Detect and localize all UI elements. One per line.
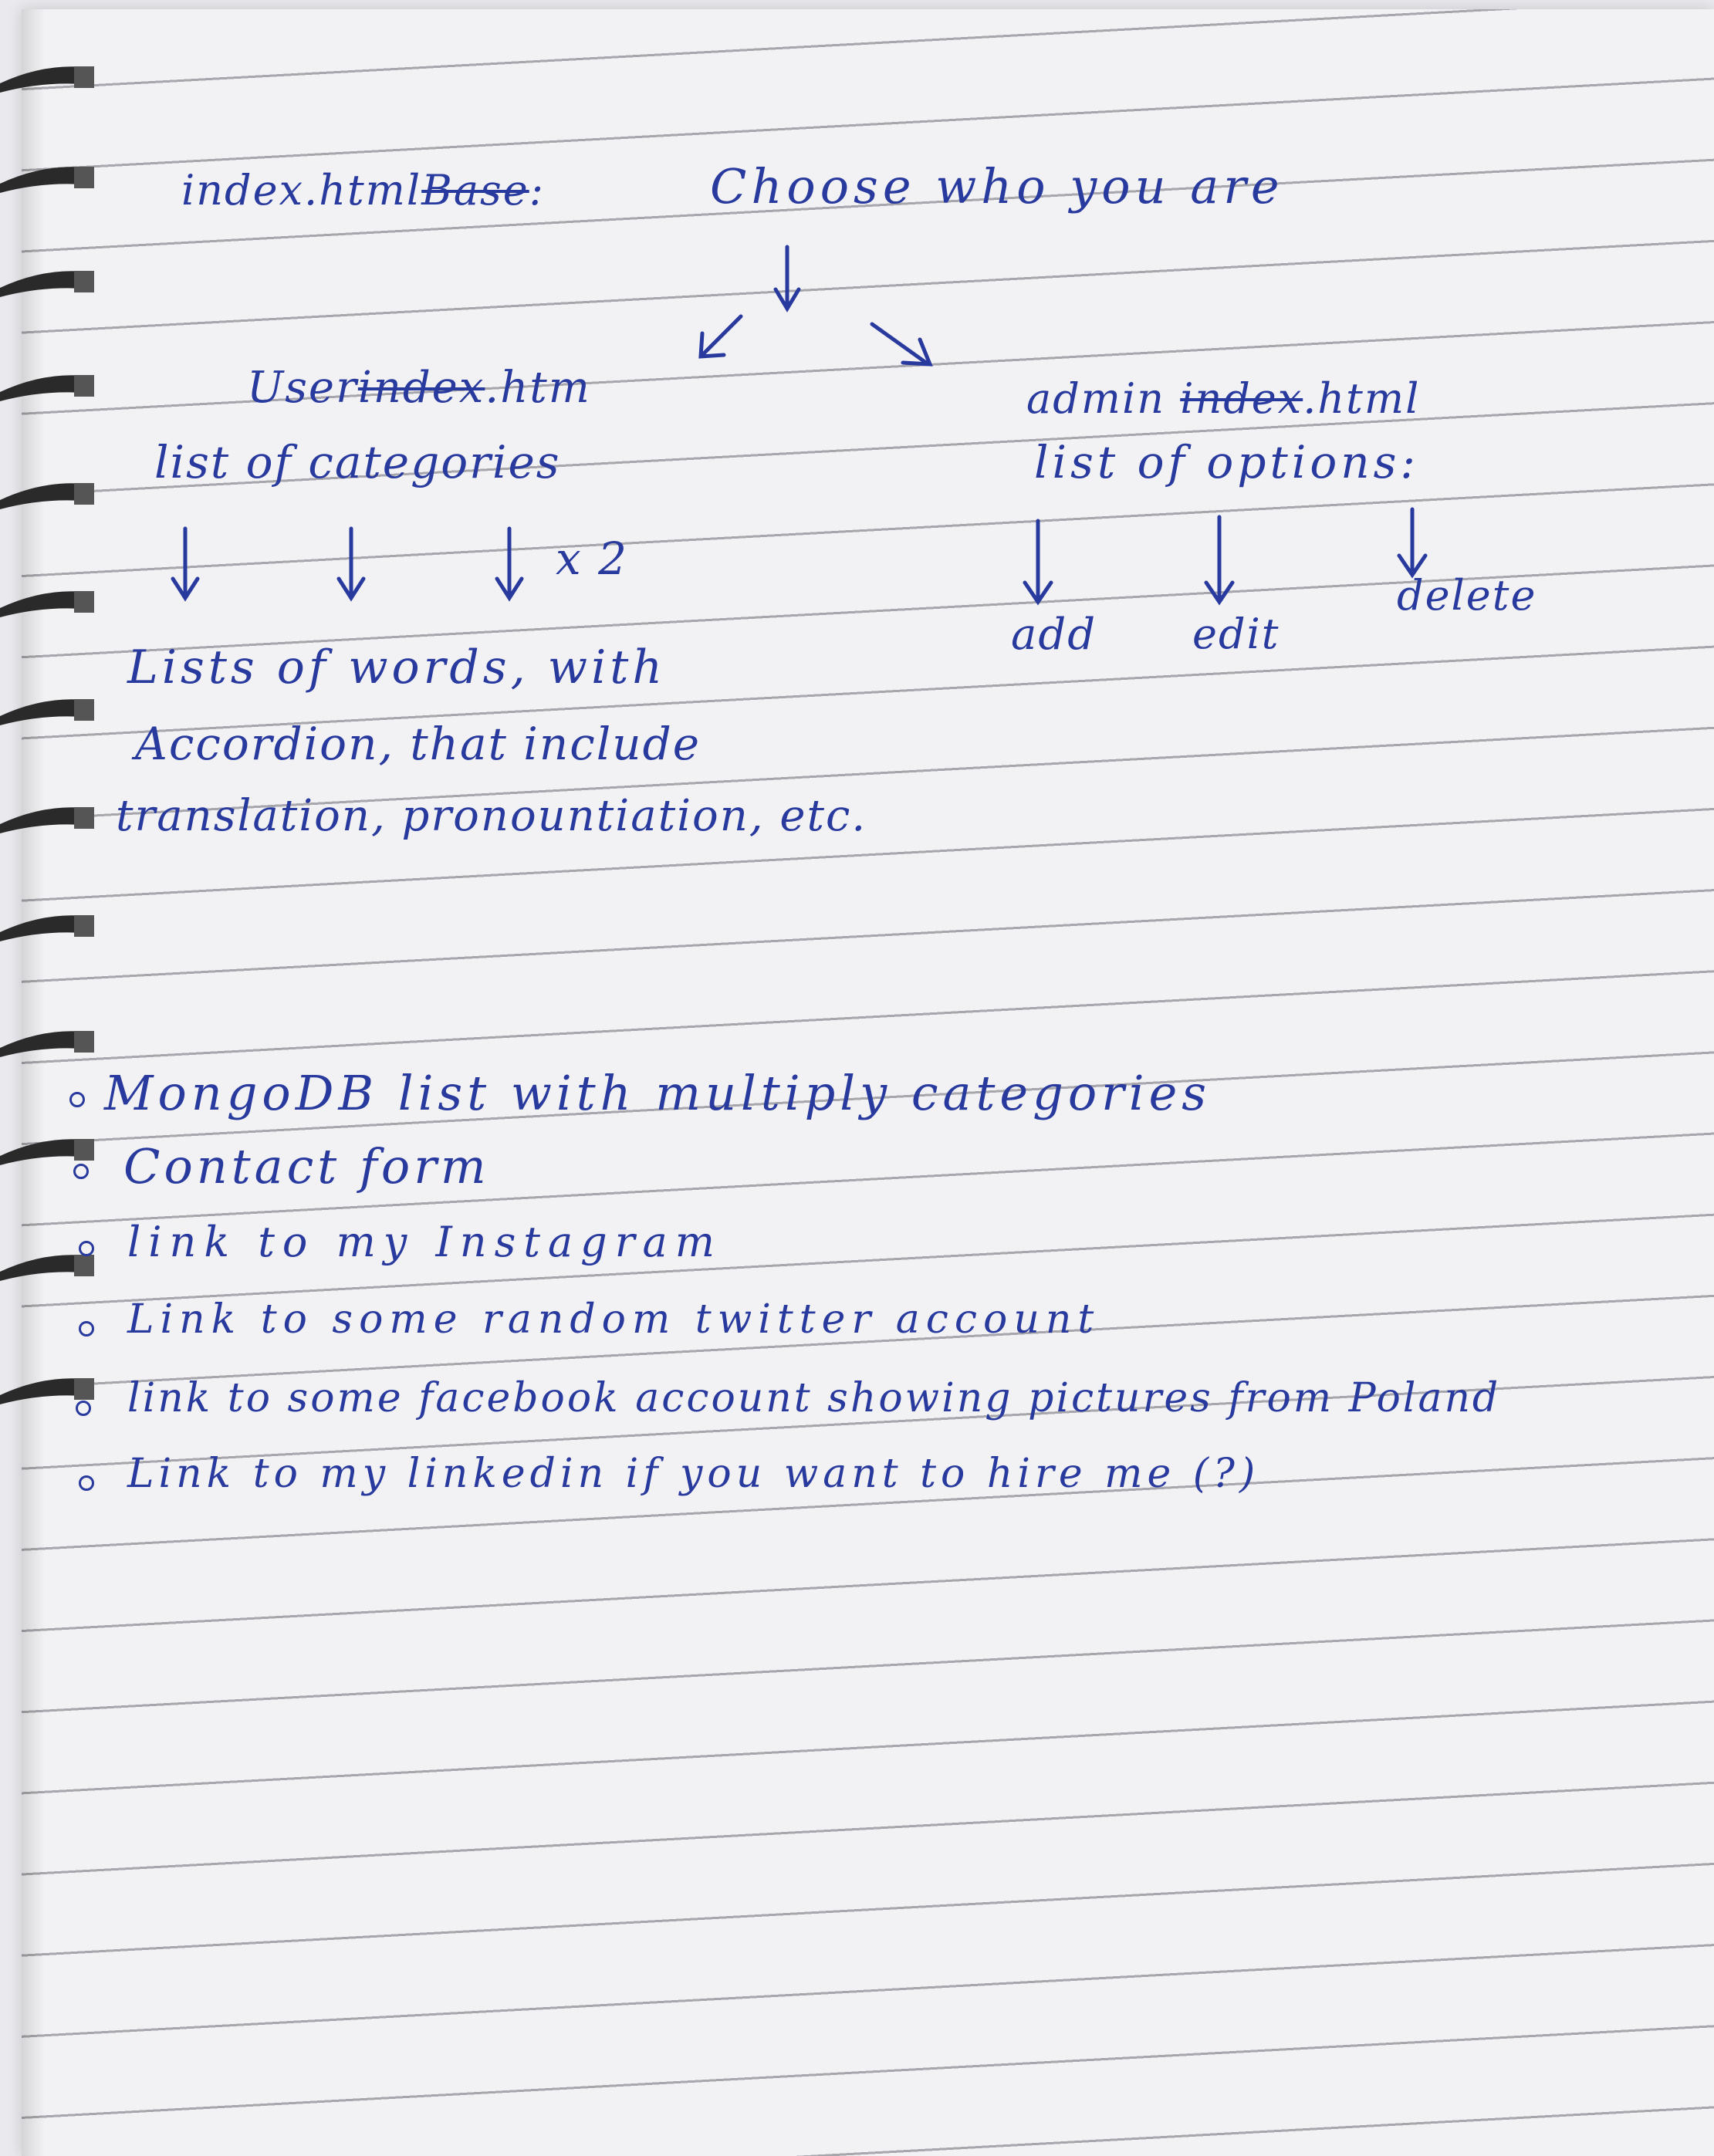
user-prefix: User: [247, 363, 358, 413]
bullet-item: MongoDB list with multiply categories: [104, 1065, 1212, 1121]
list-of-options: list of options:: [1034, 436, 1419, 488]
down-arrow-icon: [171, 526, 200, 602]
bullet-item: Link to my linkedin if you want to hire …: [127, 1451, 1260, 1497]
index-html-label: index.htmlBase:: [181, 166, 545, 215]
down-arrow-icon: [1397, 507, 1428, 579]
spiral-ring: [0, 1139, 94, 1165]
words-line-3: translation, pronountiation, etc.: [116, 791, 867, 841]
down-arrow-icon: [1204, 515, 1235, 606]
notebook-page: [22, 9, 1714, 2156]
choose-heading: Choose who you are: [710, 158, 1284, 215]
option-arrows: [1023, 507, 1428, 606]
category-arrows: [171, 526, 524, 602]
down-arrow-icon: [495, 526, 524, 602]
index-html-text: index.html: [181, 166, 422, 215]
bullet-item: link to some facebook account showing pi…: [127, 1375, 1501, 1421]
option-edit: edit: [1192, 610, 1280, 658]
spiral-ring: [0, 1031, 94, 1057]
words-line-1: Lists of words, with: [127, 640, 667, 694]
branch-arrows: [698, 245, 933, 367]
spiral-ring: [0, 915, 94, 941]
spiral-ring: [0, 699, 94, 725]
admin-page-label: admin index.html: [1026, 374, 1420, 423]
list-of-categories: list of categories: [154, 436, 561, 488]
option-delete: delete: [1397, 571, 1537, 620]
spiral-ring: [0, 271, 94, 297]
admin-prefix: admin: [1026, 374, 1166, 423]
bullet-dot: [79, 1241, 94, 1256]
spiral-ring: [0, 1378, 94, 1404]
bullet-dot: [73, 1164, 89, 1179]
spiral-ring: [0, 591, 94, 617]
times-two: x 2: [556, 532, 629, 585]
down-arrow-icon: [1023, 519, 1053, 606]
down-arrow-icon: [773, 245, 801, 313]
down-arrow-icon: [336, 526, 366, 602]
words-line-2: Accordion, that include: [135, 718, 701, 770]
admin-suffix: .html: [1303, 374, 1421, 423]
bullet-item: link to my Instagram: [127, 1218, 722, 1266]
spiral-binding: [0, 46, 123, 1821]
left-arrow-icon: [698, 314, 743, 359]
bullet-dot: [79, 1475, 94, 1491]
option-add: add: [1011, 610, 1097, 660]
bullet-dot: [79, 1321, 94, 1337]
spiral-ring: [0, 807, 94, 833]
bullet-dot: [76, 1401, 91, 1416]
user-page-label: Userindex.htm: [247, 363, 591, 413]
crossed-out-index: index: [1180, 374, 1303, 423]
spiral-ring: [0, 375, 94, 401]
user-suffix: .htm: [485, 363, 591, 413]
spiral-ring: [0, 167, 94, 193]
bullet-item: Link to some random twitter account: [127, 1296, 1100, 1343]
bullet-dot: [69, 1092, 85, 1107]
spiral-ring: [0, 483, 94, 509]
right-arrow-icon: [870, 322, 933, 367]
crossed-out-index: index: [357, 363, 485, 413]
spiral-ring: [0, 66, 94, 93]
bullet-item: Contact form: [123, 1138, 490, 1195]
crossed-out-base: Base: [421, 166, 529, 215]
page-edge-shadow: [22, 9, 45, 2156]
spiral-ring: [0, 1255, 94, 1281]
colon-text: :: [529, 166, 545, 215]
